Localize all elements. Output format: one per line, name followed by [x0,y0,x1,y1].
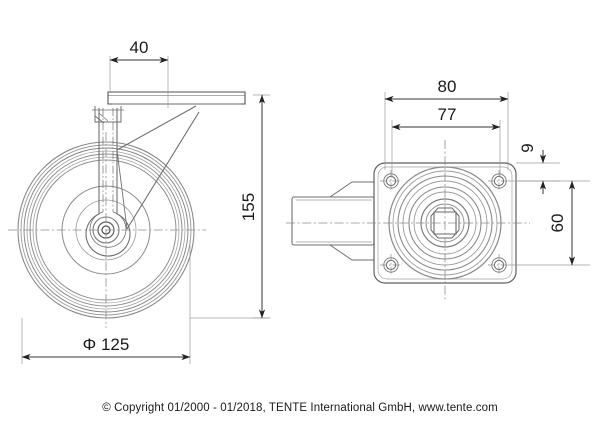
dimension-155-label: 155 [239,193,258,221]
front-plan-view: 80 77 9 60 [286,77,590,300]
fork-leg [85,108,131,257]
bolt-hole [379,169,403,193]
dimension-9: 9 [518,143,547,194]
dimension-155: 155 [239,94,266,319]
dimension-diameter-125: Φ 125 [21,335,191,361]
bolt-hole [487,253,511,277]
dimension-80: 80 [384,77,509,103]
wheel-centre-lines [8,132,206,328]
dimension-9-label: 9 [518,143,537,152]
dimension-40-label: 40 [130,38,149,57]
dimension-diameter-125-label: Φ 125 [83,335,130,354]
dimension-80-label: 80 [438,77,457,96]
bolt-hole [487,169,511,193]
wheel-body-edge [291,181,375,261]
swivel-head [92,106,124,124]
front-extension-lines [384,92,590,266]
bolt-hole [379,253,403,277]
side-extension-lines [21,56,270,364]
copyright-notice: © Copyright 01/2000 - 01/2018, TENTE Int… [102,402,498,414]
dimension-77: 77 [391,105,501,131]
front-centre-lines [286,140,530,300]
side-elevation-view: 40 155 Φ 125 [8,38,270,364]
dimension-77-label: 77 [438,105,457,124]
dimension-40: 40 [109,38,169,64]
dimension-60: 60 [548,180,576,266]
fork-brace [116,105,200,230]
dimension-60-label: 60 [548,214,567,233]
kingpin-nut [430,207,460,239]
top-plate [107,91,246,105]
